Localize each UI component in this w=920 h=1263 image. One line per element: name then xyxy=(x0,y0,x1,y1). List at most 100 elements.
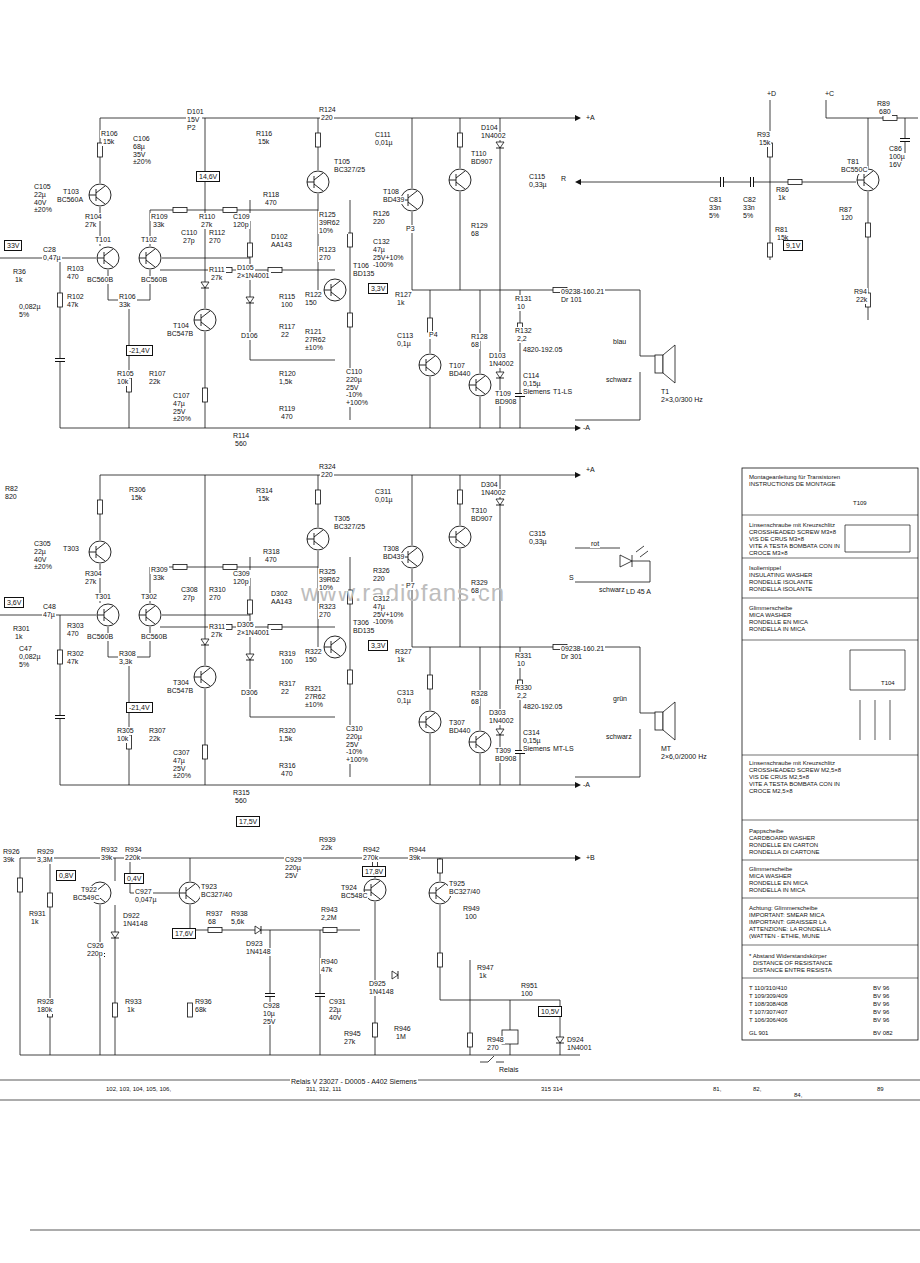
component-label: 100 xyxy=(520,990,534,998)
component-label: 15k xyxy=(758,139,771,147)
panel-text: Glimmerscheibe xyxy=(748,605,793,612)
component-label: C82 xyxy=(742,196,757,204)
component-label: T305 xyxy=(333,515,351,523)
component-label: T308 xyxy=(382,545,400,553)
panel-text: BV 96 xyxy=(872,985,890,992)
component-label: 1k xyxy=(30,918,39,926)
component-label: T304 xyxy=(172,679,190,687)
panel-text: CARDBOARD WASHER xyxy=(748,835,816,842)
component-label: C928 xyxy=(262,1002,281,1010)
component-label: 270 xyxy=(208,237,222,245)
component-label: 470 xyxy=(264,199,278,207)
component-label: 1k xyxy=(14,276,23,284)
component-label: 220 xyxy=(320,114,334,122)
component-label: T301 xyxy=(94,593,112,601)
component-label: C927 xyxy=(134,888,153,896)
voltage-value: 0,8V xyxy=(59,872,73,879)
component-label: 0,047µ xyxy=(134,896,158,904)
component-label: Relais V 23027 - D0005 - A402 Siemens xyxy=(290,1078,418,1086)
panel-text: MICA WASHER xyxy=(748,612,792,619)
component-label: R127 xyxy=(394,291,413,299)
component-label: 270 xyxy=(318,254,332,262)
component-label: R310 xyxy=(208,586,227,594)
component-label: 2×1N4001 xyxy=(236,629,271,637)
component-label: R320 xyxy=(278,727,297,735)
component-label: C111 xyxy=(374,131,392,139)
component-label: BD439 xyxy=(382,553,405,561)
component-label: 220µ 25V -10% +100% xyxy=(345,376,371,407)
voltage-box: 10,5V xyxy=(538,1006,562,1017)
panel-text: Pappscheibe xyxy=(748,828,785,835)
component-label: 0,1µ xyxy=(396,697,412,705)
component-label: 4820-192.05 xyxy=(522,703,563,711)
component-label: 120 xyxy=(840,214,854,222)
voltage-value: 17,6V xyxy=(175,930,193,937)
component-label: 560 xyxy=(234,797,248,805)
component-label: +A xyxy=(585,114,596,122)
voltage-value: 3,3V xyxy=(371,642,385,649)
component-label: 270 xyxy=(486,1044,500,1052)
voltage-box: 33V xyxy=(4,240,22,251)
component-label: BC560B xyxy=(140,633,168,641)
component-label: R942 xyxy=(362,846,381,854)
component-label: 470 xyxy=(66,273,80,281)
panel-text: CROCE M3×8 xyxy=(748,550,789,557)
component-label: BD908 xyxy=(494,755,517,763)
component-label: R118 xyxy=(262,191,280,199)
panel-text: 311, 312, 111 xyxy=(305,1086,342,1093)
component-label: R103 xyxy=(66,265,85,273)
component-label: R948 xyxy=(486,1036,505,1044)
panel-text: 89 xyxy=(876,1086,885,1093)
voltage-value: 33V xyxy=(7,242,19,249)
component-label: AA143 xyxy=(270,241,293,249)
component-label: R324 xyxy=(318,463,337,471)
component-label: 10 xyxy=(516,303,526,311)
panel-text: INSTRUCTIONS DE MONTAGE xyxy=(748,481,837,488)
component-label: R131 xyxy=(514,295,533,303)
component-label: 1k xyxy=(777,194,786,202)
component-label: grün xyxy=(612,695,628,703)
component-label: 470 xyxy=(264,556,278,564)
component-label: 39R62 10% xyxy=(318,576,348,591)
panel-text: IMPORTANT: SMEAR MICA xyxy=(748,912,825,919)
component-label: 270 xyxy=(208,594,222,602)
component-label: schwarz xyxy=(605,733,633,741)
component-label: 1N4002 xyxy=(480,489,507,497)
component-label: rot xyxy=(590,540,600,548)
component-label: C307 xyxy=(172,749,191,757)
component-label: +B xyxy=(585,854,596,862)
component-label: 27k xyxy=(200,221,213,229)
component-label: D923 xyxy=(245,940,264,948)
component-label: 2,2M xyxy=(320,914,338,922)
component-label: 470 xyxy=(280,770,294,778)
arrow-head xyxy=(575,179,581,185)
frame-line xyxy=(0,1080,920,1230)
component-label: 1,5k xyxy=(278,735,293,743)
relay-contact xyxy=(480,1056,504,1062)
component-label: C105 xyxy=(33,183,52,191)
panel-text: T109 xyxy=(852,500,868,507)
component-label: 10 xyxy=(516,660,526,668)
component-label: 27k xyxy=(84,578,97,586)
component-label: BC548C xyxy=(340,892,368,900)
component-label: 120p xyxy=(232,578,250,586)
component-label: schwarz xyxy=(598,586,626,594)
component-label: 100 xyxy=(280,658,294,666)
component-label: R937 xyxy=(205,910,224,918)
component-label: R105 xyxy=(116,370,135,378)
component-label: R311 xyxy=(208,623,226,631)
component-label: 820 xyxy=(4,493,18,501)
component-label: T102 xyxy=(140,236,158,244)
component-label: 2×3,0/300 Hz xyxy=(660,396,704,404)
component-label: 0,47µ xyxy=(42,254,62,262)
component-label: 0,01µ xyxy=(374,496,394,504)
component-label: BC327/40 xyxy=(200,891,233,899)
component-label: P3 xyxy=(405,225,416,233)
component-label: 220 xyxy=(372,218,386,226)
component-label: R110 xyxy=(198,213,216,221)
component-label: R125 xyxy=(318,211,337,219)
voltage-value: 14,6V xyxy=(199,173,217,180)
voltage-box: 0,8V xyxy=(56,870,76,881)
component-label: 22µ 40V ±20% xyxy=(33,548,57,571)
component-label: 15V P2 xyxy=(186,116,202,131)
